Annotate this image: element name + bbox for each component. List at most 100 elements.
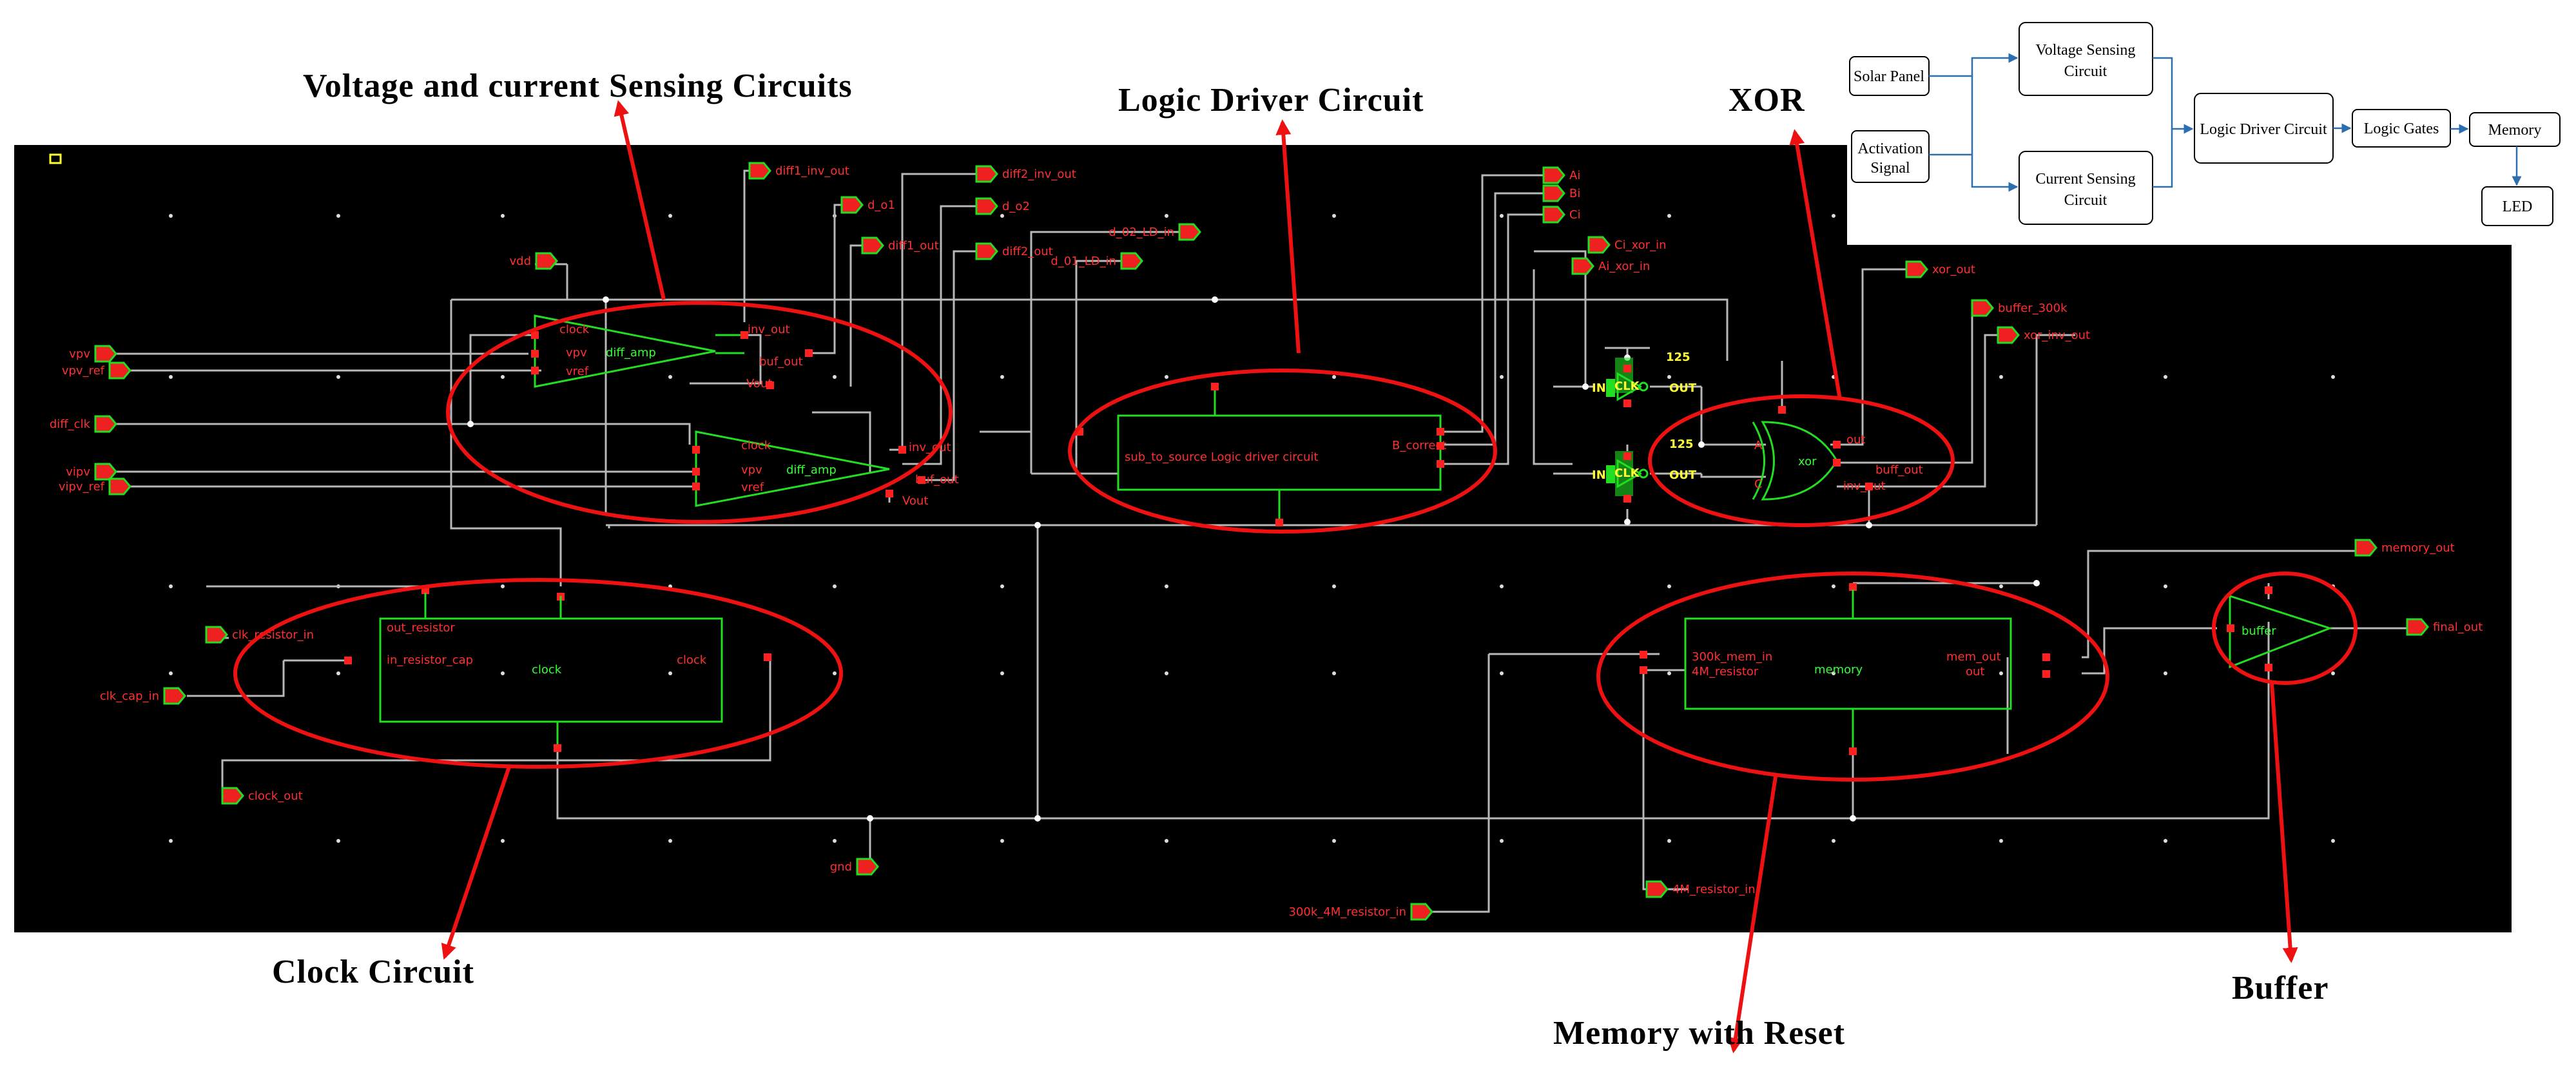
- pin-vipv: vipv: [66, 463, 117, 481]
- pin-label-vipv-ref: vipv_ref: [59, 480, 105, 494]
- ellipse-xor: [1648, 394, 1955, 527]
- inverter-2: 125 IN OUT CLK: [1592, 438, 1697, 503]
- flow-voltage-text-2: Circuit: [2064, 63, 2107, 80]
- pin-label-Ci-xor-in: Ci_xor_in: [1614, 238, 1667, 252]
- inverter-1-out: OUT: [1669, 381, 1697, 395]
- pin-label-clock-out: clock_out: [248, 789, 303, 803]
- pin-label-gnd: gnd: [830, 860, 852, 874]
- ellipse-sensing: [446, 301, 953, 524]
- ellipse-buffer: [2212, 572, 2358, 685]
- diff-amp-1-in-clock: clock: [559, 323, 590, 336]
- xor-gate-buff-out: buff_out: [1875, 463, 1923, 477]
- pin-label-buffer-300k: buffer_300k: [1998, 302, 2068, 315]
- diff-amp-1-buf-out: buf_out: [759, 355, 803, 369]
- pin-clock-out: clock_out: [221, 787, 303, 805]
- pin-xor-out: xor_out: [1905, 260, 1975, 278]
- pin-label-diff2-inv-out: diff2_inv_out: [1002, 168, 1076, 181]
- pin-buffer-300k: buffer_300k: [1971, 299, 2068, 317]
- flow-memory-text: Memory: [2488, 122, 2542, 139]
- clock-block: out_resistor in_resistor_cap clock clock: [344, 586, 771, 752]
- pin-d-o1: d_o1: [840, 196, 895, 214]
- buffer-block: buffer: [2227, 586, 2333, 671]
- flow-led-text: LED: [2503, 198, 2533, 215]
- diff-amp-2-inv-out: inv_out: [909, 441, 951, 454]
- pin-diff1-out: diff1_out: [861, 236, 939, 255]
- pin-Ci-xor-in: Ci_xor_in: [1587, 236, 1667, 254]
- ellipse-memory: [1596, 572, 2109, 782]
- pin-gnd: gnd: [830, 858, 879, 876]
- inverter-1: 125 IN OUT CLK: [1592, 351, 1697, 407]
- pin-d-01-LD-in: d_01_LD_in: [1051, 252, 1143, 270]
- pin-Bi: Bi: [1542, 184, 1580, 202]
- diff-amp-1-label: diff_amp: [606, 346, 656, 360]
- pin-diff2-out: diff2_out: [975, 242, 1053, 260]
- pin-diff-clk: diff_clk: [50, 415, 117, 433]
- diff-amp-2: clock vpv vref diff_amp inv_out buf_out …: [692, 430, 959, 508]
- pin-label-vpv-ref: vpv_ref: [62, 364, 105, 378]
- annotation-clock: Clock Circuit: [272, 954, 474, 990]
- logic-driver-block: sub_to_source Logic driver circuit B_cor…: [1076, 383, 1446, 526]
- ellipse-logic: [1068, 369, 1497, 534]
- flow-current-sensing: [2019, 151, 2153, 225]
- xor-gate-out: out: [1846, 433, 1865, 447]
- memory-out: out: [1966, 665, 1984, 679]
- diff-amp-2-label: diff_amp: [786, 463, 837, 477]
- memory-mem-out: mem_out: [1946, 650, 2001, 664]
- diff-amp-1: clock vpv vref diff_amp inv_out buf_out …: [531, 314, 813, 390]
- pin-label-r300k-4M-resistor-in: 300k_4M_resistor_in: [1289, 905, 1406, 919]
- pin-label-d-02-LD-in: d_02_LD_in: [1109, 226, 1174, 239]
- annotation-xor: XOR: [1729, 82, 1805, 119]
- schematic-canvas: [14, 145, 2512, 932]
- annotation-buffer: Buffer: [2232, 970, 2329, 1006]
- pin-label-Ci: Ci: [1569, 208, 1581, 222]
- logic-driver-out: B_correct: [1392, 439, 1446, 452]
- memory-label: memory: [1814, 663, 1863, 677]
- pin-diff1-inv-out: diff1_inv_out: [748, 162, 849, 180]
- diff-amp-2-in-clock: clock: [741, 439, 771, 452]
- xor-gate-label: xor: [1798, 455, 1817, 468]
- block-flowchart: Solar Panel Activation Signal Voltage Se…: [1847, 0, 2576, 245]
- flow-voltage-text-1: Voltage Sensing: [2036, 42, 2136, 59]
- flow-voltage-sensing: [2019, 22, 2153, 96]
- memory-in-300k: 300k_mem_in: [1692, 650, 1772, 664]
- pin-vdd: vdd: [509, 252, 558, 270]
- inverter-1-mid: CLK: [1614, 380, 1640, 393]
- xor-gate-in-a: A: [1754, 439, 1763, 452]
- annotation-logic: Logic Driver Circuit: [1118, 82, 1424, 119]
- xor-gate-in-c: C: [1754, 477, 1763, 491]
- pin-Ai: Ai: [1542, 166, 1580, 184]
- diff-amp-2-in-vref: vref: [741, 481, 764, 494]
- clock-label: clock: [532, 663, 562, 677]
- inverter-1-in: IN: [1592, 381, 1606, 395]
- diff-amp-2-vout: Vout: [902, 494, 928, 508]
- origin-marker: [49, 153, 62, 164]
- clock-out: clock: [677, 653, 707, 667]
- pin-label-vipv: vipv: [66, 465, 90, 479]
- ellipse-clock: [233, 578, 843, 769]
- flow-activation-text-1: Activation: [1857, 140, 1922, 157]
- flow-memory: [2469, 112, 2561, 147]
- diff-amp-1-in-vpv: vpv: [566, 346, 587, 360]
- pin-label-xor-out: xor_out: [1932, 263, 1975, 276]
- pin-vpv: vpv: [69, 345, 117, 363]
- inverter-2-mid: CLK: [1614, 467, 1640, 480]
- pin-label-memory-out: memory_out: [2381, 541, 2455, 555]
- flow-activation-text-2: Signal: [1870, 160, 1910, 177]
- flow-solar-panel-text: Solar Panel: [1854, 68, 1924, 85]
- clock-in-out-resistor: out_resistor: [387, 621, 455, 635]
- xor-gate: xor A C out inv_out buff_out: [1752, 361, 1923, 501]
- pin-d-o2: d_o2: [975, 197, 1030, 215]
- pin-label-diff2-out: diff2_out: [1002, 245, 1053, 258]
- flow-logic-driver-text: Logic Driver Circuit: [2200, 121, 2327, 138]
- xor-gate-inv-out: inv_out: [1843, 479, 1886, 493]
- inverter-2-out: OUT: [1669, 468, 1697, 482]
- pin-label-vdd: vdd: [509, 255, 531, 268]
- pin-Ci: Ci: [1542, 206, 1581, 224]
- pin-vipv-ref: vipv_ref: [59, 477, 131, 496]
- memory-in-4m: 4M_resistor: [1692, 665, 1759, 679]
- diff-amp-2-buf-out: buf_out: [915, 473, 959, 486]
- flow-logic-gates-text: Logic Gates: [2364, 120, 2439, 137]
- memory-block: 300k_mem_in 4M_resistor memory mem_out o…: [1640, 583, 2050, 755]
- pin-label-diff-clk: diff_clk: [50, 418, 91, 431]
